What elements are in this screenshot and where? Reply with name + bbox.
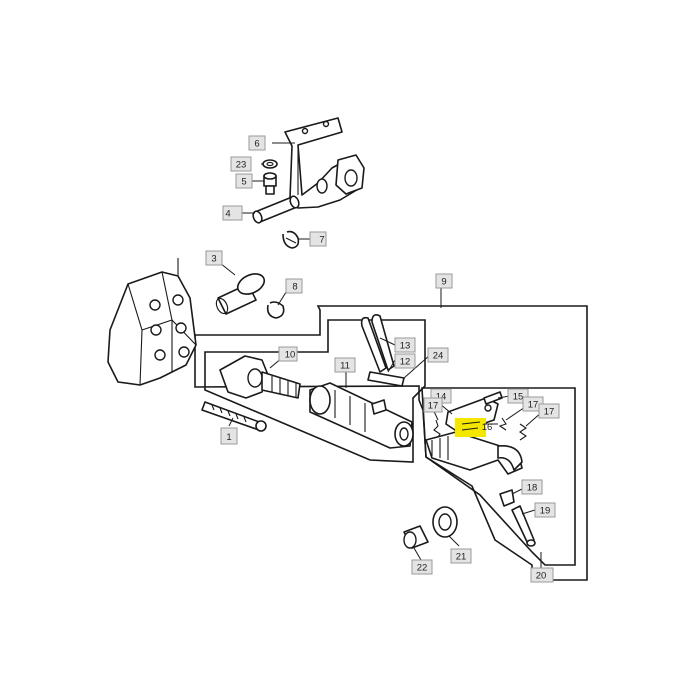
svg-text:21: 21 xyxy=(456,552,467,563)
callout-10[interactable]: 10 xyxy=(278,346,298,362)
callout-20[interactable]: 20 xyxy=(530,567,554,583)
callout-1[interactable]: 1 xyxy=(220,427,238,445)
callout-16[interactable]: 16 xyxy=(482,422,493,433)
main-bracket xyxy=(107,258,197,386)
tube-11 xyxy=(309,382,414,449)
spring-clip-13 xyxy=(360,314,395,373)
callout-8[interactable]: 8 xyxy=(285,278,303,294)
svg-text:13: 13 xyxy=(400,341,411,352)
svg-text:4: 4 xyxy=(225,209,230,220)
svg-text:16: 16 xyxy=(482,422,493,433)
callout-21[interactable]: 21 xyxy=(450,548,472,564)
callout-18[interactable]: 18 xyxy=(521,479,543,495)
svg-text:5: 5 xyxy=(241,177,246,188)
hook-body xyxy=(425,431,523,475)
svg-text:17: 17 xyxy=(544,407,555,418)
svg-text:11: 11 xyxy=(340,361,350,372)
callout-7[interactable]: 7 xyxy=(309,231,327,247)
yoke-10 xyxy=(219,355,301,399)
group-frame-20 xyxy=(421,387,576,566)
callout-12[interactable]: 12 xyxy=(394,353,416,369)
callout-24[interactable]: 24 xyxy=(427,347,449,363)
svg-text:10: 10 xyxy=(285,350,296,361)
svg-text:17: 17 xyxy=(428,401,439,412)
callout-23[interactable]: 23 xyxy=(230,156,252,172)
svg-text:9: 9 xyxy=(441,277,446,288)
pin-4 xyxy=(252,195,300,224)
callout-6[interactable]: 6 xyxy=(248,135,266,151)
part-16-detail xyxy=(461,421,481,431)
svg-text:20: 20 xyxy=(536,571,547,582)
callout-5[interactable]: 5 xyxy=(235,173,253,189)
pin-12-24 xyxy=(367,371,405,387)
svg-text:14: 14 xyxy=(436,392,447,403)
callout-9[interactable]: 9 xyxy=(435,273,453,289)
leader-lines xyxy=(219,142,543,568)
callout-19[interactable]: 19 xyxy=(534,502,556,518)
svg-text:3: 3 xyxy=(211,254,216,265)
svg-text:12: 12 xyxy=(400,357,411,368)
callout-17-left[interactable]: 17 xyxy=(423,397,443,413)
svg-text:7: 7 xyxy=(319,235,324,246)
svg-text:24: 24 xyxy=(433,351,444,362)
svg-text:23: 23 xyxy=(236,160,247,171)
rod-19 xyxy=(511,505,536,547)
pin-3 xyxy=(215,273,266,315)
svg-text:17: 17 xyxy=(528,400,539,411)
callout-3[interactable]: 3 xyxy=(205,250,223,266)
svg-text:22: 22 xyxy=(417,563,428,574)
bushing-21 xyxy=(432,506,458,538)
upper-bracket xyxy=(284,117,365,209)
callout-22[interactable]: 22 xyxy=(411,559,433,575)
bushing-22 xyxy=(403,525,429,549)
nipple-18 xyxy=(499,489,515,507)
rod-1 xyxy=(201,401,267,432)
svg-text:18: 18 xyxy=(527,483,538,494)
callout-4[interactable]: 4 xyxy=(222,205,243,221)
bolt-5 xyxy=(263,172,277,195)
callout-13[interactable]: 13 xyxy=(394,337,416,353)
svg-text:15: 15 xyxy=(513,392,524,403)
washer-23 xyxy=(262,159,278,169)
callout-17-right[interactable]: 17 xyxy=(538,403,560,419)
highlighted-part-16 xyxy=(455,418,486,437)
clip-8 xyxy=(266,301,285,319)
group-frame-inner xyxy=(204,319,426,463)
clip-7 xyxy=(282,230,300,249)
callout-11[interactable]: 11 xyxy=(334,357,356,373)
pin-15 xyxy=(483,391,503,405)
svg-text:6: 6 xyxy=(254,139,259,150)
svg-text:19: 19 xyxy=(540,506,551,517)
svg-text:1: 1 xyxy=(226,432,231,443)
svg-text:8: 8 xyxy=(292,282,297,293)
